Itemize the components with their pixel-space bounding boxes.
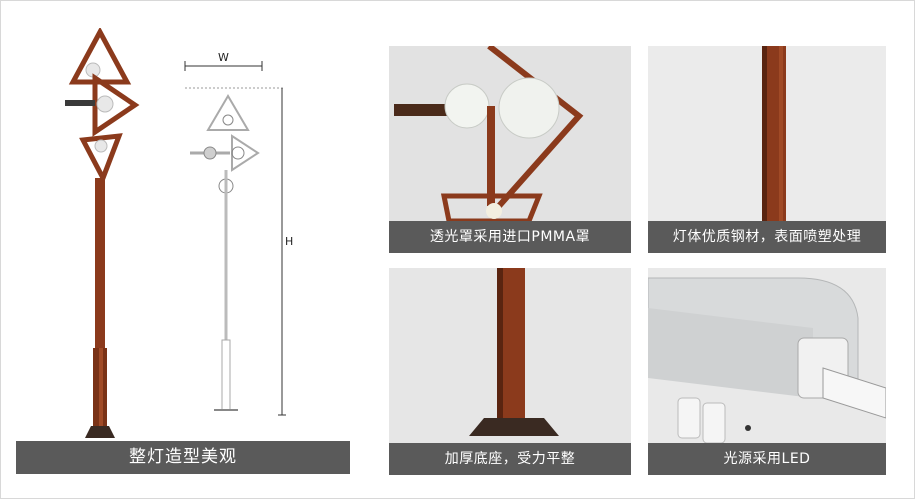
panel-pmma-cover: 透光罩采用进口PMMA罩 — [389, 46, 631, 253]
panel-base: 加厚底座，受力平整 — [389, 268, 631, 475]
caption-led: 光源采用LED — [648, 443, 886, 475]
steel-body-photo — [648, 46, 886, 221]
pmma-cover-photo — [389, 46, 631, 221]
led-photo — [648, 268, 886, 443]
lamp-illustration-colored — [65, 28, 140, 438]
caption-base: 加厚底座，受力平整 — [389, 443, 631, 475]
height-label: H — [285, 235, 294, 248]
caption-pmma: 透光罩采用进口PMMA罩 — [389, 221, 631, 253]
panel-steel-body: 灯体优质钢材，表面喷塑处理 — [648, 46, 886, 253]
lamp-dimension-drawing — [184, 61, 286, 416]
caption-steel: 灯体优质钢材，表面喷塑处理 — [648, 221, 886, 253]
width-label: W — [218, 51, 229, 64]
main-caption: 整灯造型美观 — [16, 441, 350, 474]
panel-led: 光源采用LED — [648, 268, 886, 475]
base-photo — [389, 268, 631, 443]
